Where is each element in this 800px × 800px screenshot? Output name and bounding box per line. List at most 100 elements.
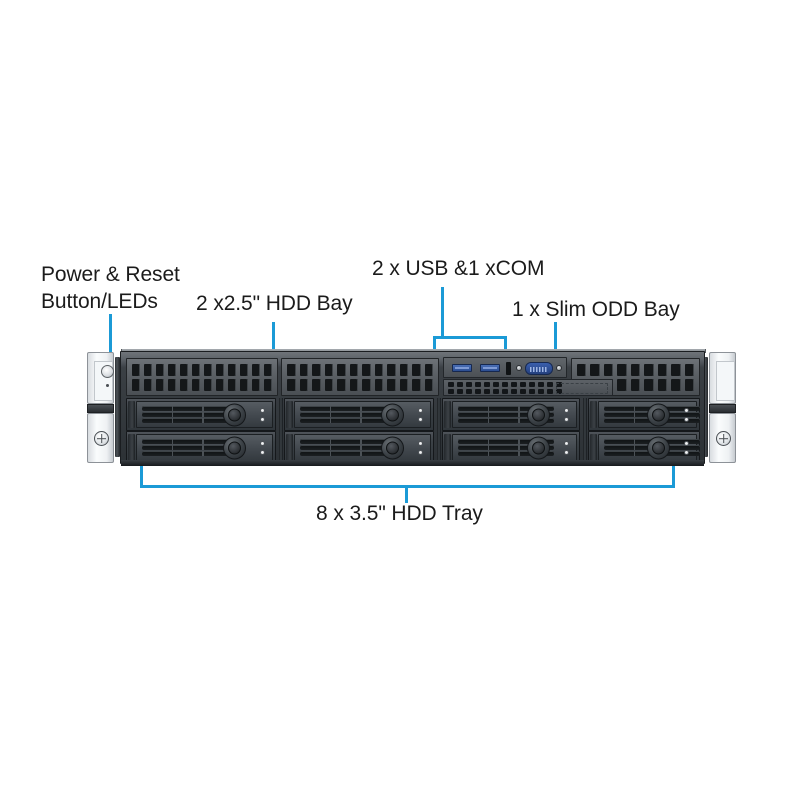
- tray-face: [294, 401, 431, 428]
- tray-rail: [590, 401, 597, 428]
- leader-line-power-reset: [109, 314, 112, 360]
- tray-vent-slots: [142, 406, 238, 423]
- vent-row: [287, 363, 433, 376]
- leader-tick-35-hdd-tray-left: [140, 459, 143, 488]
- tray-rail: [444, 434, 451, 461]
- tray-vent-slots: [300, 439, 396, 456]
- callout-label-power-reset: Power & Reset Button/LEDs: [41, 263, 180, 314]
- leader-tick-com-right: [504, 336, 507, 358]
- leader-stem-25-hdd-bay: [272, 322, 275, 352]
- tray-rail: [128, 434, 135, 461]
- right-rack-ear: [707, 349, 740, 466]
- vent-row: [287, 378, 433, 391]
- right-ear-band: [709, 404, 736, 413]
- tray-status-leds: [418, 407, 423, 422]
- tray-face: [452, 401, 577, 428]
- leader-tick-usb-left: [433, 336, 436, 358]
- tray-status-leds: [260, 440, 265, 455]
- tray-status-leds: [684, 407, 689, 422]
- callout-label-25-hdd-bay: 2 x2.5" HDD Bay: [196, 292, 353, 315]
- leader-bracket-usb-com: [433, 336, 507, 339]
- tray-rail: [286, 434, 293, 461]
- tray-face: [598, 401, 700, 428]
- tray-face: [598, 434, 700, 461]
- hdd-tray-4[interactable]: [588, 398, 700, 431]
- tray-latch-icon[interactable]: [223, 403, 246, 426]
- right-ear-upper-panel: [709, 352, 736, 404]
- hdd-tray-3[interactable]: [442, 398, 580, 431]
- io-blank-slot: [506, 362, 511, 375]
- left-rack-ear: [85, 349, 118, 466]
- callout-label-usb-com: 2 x USB &1 xCOM: [372, 257, 545, 280]
- tray-latch-icon[interactable]: [647, 436, 670, 459]
- odd-eject-area[interactable]: [556, 383, 608, 394]
- tray-face: [136, 401, 273, 428]
- phillips-screw-icon: [716, 431, 731, 446]
- chassis-body: [120, 351, 705, 464]
- power-button[interactable]: [101, 365, 114, 378]
- hdd-tray-8[interactable]: [588, 431, 700, 464]
- tray-face: [452, 434, 577, 461]
- com-port-screw-left: [516, 365, 522, 371]
- usb-port-1[interactable]: [452, 364, 472, 372]
- tray-latch-icon[interactable]: [647, 403, 670, 426]
- tray-status-leds: [564, 407, 569, 422]
- tray-rail: [590, 434, 597, 461]
- hdd-tray-7[interactable]: [442, 431, 580, 464]
- tray-rail: [444, 401, 451, 428]
- hdd-tray-1[interactable]: [126, 398, 276, 431]
- com-port[interactable]: [525, 362, 553, 375]
- tray-vent-slots: [142, 439, 238, 456]
- tray-status-leds: [564, 440, 569, 455]
- tray-rail: [286, 401, 293, 428]
- leader-stem-35-hdd-tray: [405, 485, 408, 503]
- phillips-screw-icon: [94, 431, 109, 446]
- callout-label-slim-odd-bay: 1 x Slim ODD Bay: [512, 298, 680, 321]
- odd-vent-row: [448, 388, 562, 394]
- hdd-tray-5[interactable]: [126, 431, 276, 464]
- server-chassis-front: [85, 349, 740, 466]
- upper-vent-panel-right: [571, 358, 700, 396]
- odd-vent-row: [448, 381, 562, 387]
- right-ear-inner-bezel: [716, 361, 735, 401]
- tray-latch-icon[interactable]: [527, 403, 550, 426]
- tray-status-leds: [418, 440, 423, 455]
- leader-stem-usb-com: [441, 287, 444, 338]
- tray-latch-icon[interactable]: [381, 436, 404, 459]
- tray-status-leds: [260, 407, 265, 422]
- tray-vent-slots: [300, 406, 396, 423]
- left-ear-lower-panel: [87, 413, 114, 463]
- left-ear-upper-panel: [87, 352, 114, 404]
- front-io-panel: [443, 357, 567, 378]
- slim-odd-bay[interactable]: [443, 379, 613, 396]
- com-port-screw-right: [556, 365, 562, 371]
- callout-label-35-hdd-tray: 8 x 3.5" HDD Tray: [316, 502, 483, 525]
- odd-vent-grid: [448, 381, 562, 394]
- tray-vent-slots: [458, 439, 554, 456]
- tray-column-divider: [583, 398, 587, 464]
- hdd-tray-6[interactable]: [284, 431, 434, 464]
- hdd-bay-25-panel-1[interactable]: [126, 358, 278, 396]
- left-rail-strip: [115, 357, 120, 457]
- status-led: [106, 384, 110, 388]
- tray-latch-icon[interactable]: [381, 403, 404, 426]
- tray-face: [136, 434, 273, 461]
- right-rail-strip: [703, 357, 708, 457]
- hdd-bay-25-panel-2[interactable]: [281, 358, 439, 396]
- tray-latch-icon[interactable]: [527, 436, 550, 459]
- hdd-tray-2[interactable]: [284, 398, 434, 431]
- chassis-bottom-lip: [121, 460, 704, 466]
- tray-rail: [128, 401, 135, 428]
- tray-latch-icon[interactable]: [223, 436, 246, 459]
- vent-row: [132, 378, 272, 391]
- tray-vent-slots: [458, 406, 554, 423]
- usb-port-2[interactable]: [480, 364, 500, 372]
- tray-column-divider: [437, 398, 441, 464]
- left-ear-band: [87, 404, 114, 413]
- tray-status-leds: [684, 440, 689, 455]
- vent-row: [132, 363, 272, 376]
- tray-column-divider: [279, 398, 283, 464]
- tray-face: [294, 434, 431, 461]
- leader-tick-35-hdd-tray-right: [672, 459, 675, 488]
